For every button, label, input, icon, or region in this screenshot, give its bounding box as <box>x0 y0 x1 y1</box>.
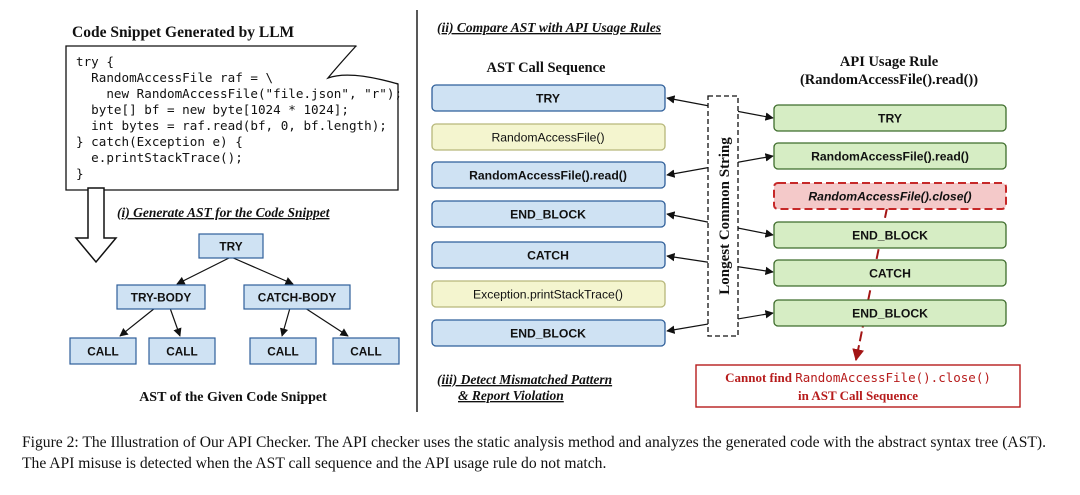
rule-title-line2: (RandomAccessFile().read()) <box>800 72 978 88</box>
code-line: } <box>76 166 84 181</box>
code-line: byte[] bf = new byte[1024 * 1024]; <box>76 102 349 117</box>
violation-line2: in AST Call Sequence <box>798 388 918 403</box>
diagram-svg: Code Snippet Generated by LLM try { Rand… <box>65 10 1021 412</box>
violation-line1: Cannot find RandomAccessFile().close() <box>725 370 991 385</box>
code-line: } catch(Exception e) { <box>76 134 243 149</box>
ast-node-call <box>69 337 137 365</box>
rule-box <box>773 221 1007 249</box>
code-line: new RandomAccessFile("file.json", "r"); <box>76 86 402 101</box>
ast-tree: TRY TRY-BODY CATCH-BODY CALL CALL CALL C… <box>69 233 400 365</box>
step3-label-line1: (iii) Detect Mismatched Pattern <box>437 372 612 387</box>
rule-box <box>773 104 1007 132</box>
code-snippet-document <box>65 45 399 191</box>
ast-seq-label: END_BLOCK <box>510 208 586 222</box>
step3-label-line2: & Report Violation <box>458 388 564 403</box>
rule-label: END_BLOCK <box>852 307 928 321</box>
ast-seq-label: CATCH <box>527 249 569 263</box>
ast-seq-label: TRY <box>536 92 560 106</box>
rule-label: RandomAccessFile().read() <box>811 150 969 164</box>
code-lines: try { RandomAccessFile raf = \ new Rando… <box>76 54 402 181</box>
ast-seq-label: END_BLOCK <box>510 327 586 341</box>
ast-seq-box <box>431 280 666 308</box>
ast-seq-box <box>431 123 666 151</box>
step2-label: (ii) Compare AST with API Usage Rules <box>437 20 661 35</box>
ast-caption: AST of the Given Code Snippet <box>139 390 327 405</box>
figure-caption: Figure 2: The Illustration of Our API Ch… <box>22 434 1046 472</box>
ast-node-try <box>198 233 264 259</box>
lcs-box <box>707 95 739 337</box>
ast-seq-box <box>431 241 666 269</box>
violation-code: RandomAccessFile().close() <box>795 370 991 385</box>
ast-seq-box <box>431 84 666 112</box>
rule-box <box>773 299 1007 327</box>
ast-seq-label: RandomAccessFile() <box>491 131 604 145</box>
rule-box <box>773 142 1007 170</box>
snippet-title: Code Snippet Generated by LLM <box>72 24 295 41</box>
ast-sequence-title: AST Call Sequence <box>487 60 607 76</box>
rule-label-missing: RandomAccessFile().close() <box>808 190 971 204</box>
ast-node-call-label: CALL <box>350 345 381 359</box>
rule-label: TRY <box>878 112 902 126</box>
code-line: try { <box>76 54 114 69</box>
ast-seq-label: Exception.printStackTrace() <box>473 288 623 302</box>
ast-node-call <box>332 337 400 365</box>
rule-box-missing <box>773 182 1007 210</box>
violation-report-box <box>695 364 1021 408</box>
ast-node-catch-body-label: CATCH-BODY <box>258 291 337 305</box>
ast-node-call <box>249 337 317 365</box>
ast-node-try-body-label: TRY-BODY <box>131 291 192 305</box>
code-line: RandomAccessFile raf = \ <box>76 70 273 85</box>
rule-label: END_BLOCK <box>852 229 928 243</box>
rule-box <box>773 259 1007 287</box>
ast-seq-box <box>431 200 666 228</box>
ast-seq-box <box>431 161 666 189</box>
violation-prefix: Cannot find <box>725 370 795 385</box>
ast-node-call-label: CALL <box>87 345 118 359</box>
ast-call-sequence: TRY RandomAccessFile() RandomAccessFile(… <box>431 84 666 347</box>
ast-node-catch-body <box>243 284 351 310</box>
api-usage-rule-sequence: TRY RandomAccessFile().read() RandomAcce… <box>773 104 1007 327</box>
ast-node-call-label: CALL <box>267 345 298 359</box>
ast-seq-label: RandomAccessFile().read() <box>469 169 627 183</box>
rule-title-line1: API Usage Rule <box>840 54 939 70</box>
rule-label: CATCH <box>869 267 911 281</box>
step1-label: (i) Generate AST for the Code Snippet <box>117 205 331 220</box>
code-line: int bytes = raf.read(bf, 0, bf.length); <box>76 118 387 133</box>
ast-node-call-label: CALL <box>166 345 197 359</box>
ast-node-try-body <box>116 284 206 310</box>
code-line: e.printStackTrace(); <box>76 150 243 165</box>
ast-node-try-label: TRY <box>219 240 242 254</box>
generate-ast-arrow-icon <box>74 187 118 264</box>
ast-node-call <box>148 337 216 365</box>
ast-seq-box <box>431 319 666 347</box>
lcs-label: Longest Common String <box>717 137 733 295</box>
